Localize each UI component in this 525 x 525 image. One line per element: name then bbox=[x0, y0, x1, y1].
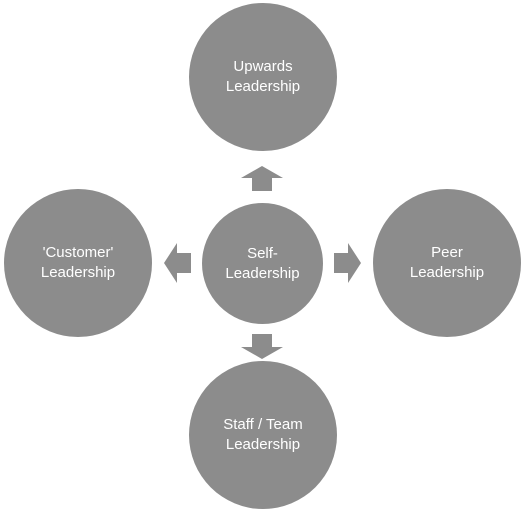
arrow-left-icon bbox=[164, 243, 191, 283]
arrow-right-icon bbox=[334, 243, 361, 283]
arrow-down-icon bbox=[241, 334, 283, 359]
node-self-leadership: Self- Leadership bbox=[202, 203, 323, 324]
node-customer-leadership: 'Customer' Leadership bbox=[4, 189, 152, 337]
node-upwards-leadership: Upwards Leadership bbox=[189, 3, 337, 151]
node-staff-team-leadership: Staff / Team Leadership bbox=[189, 361, 337, 509]
arrow-up-icon bbox=[241, 166, 283, 191]
node-peer-leadership: Peer Leadership bbox=[373, 189, 521, 337]
